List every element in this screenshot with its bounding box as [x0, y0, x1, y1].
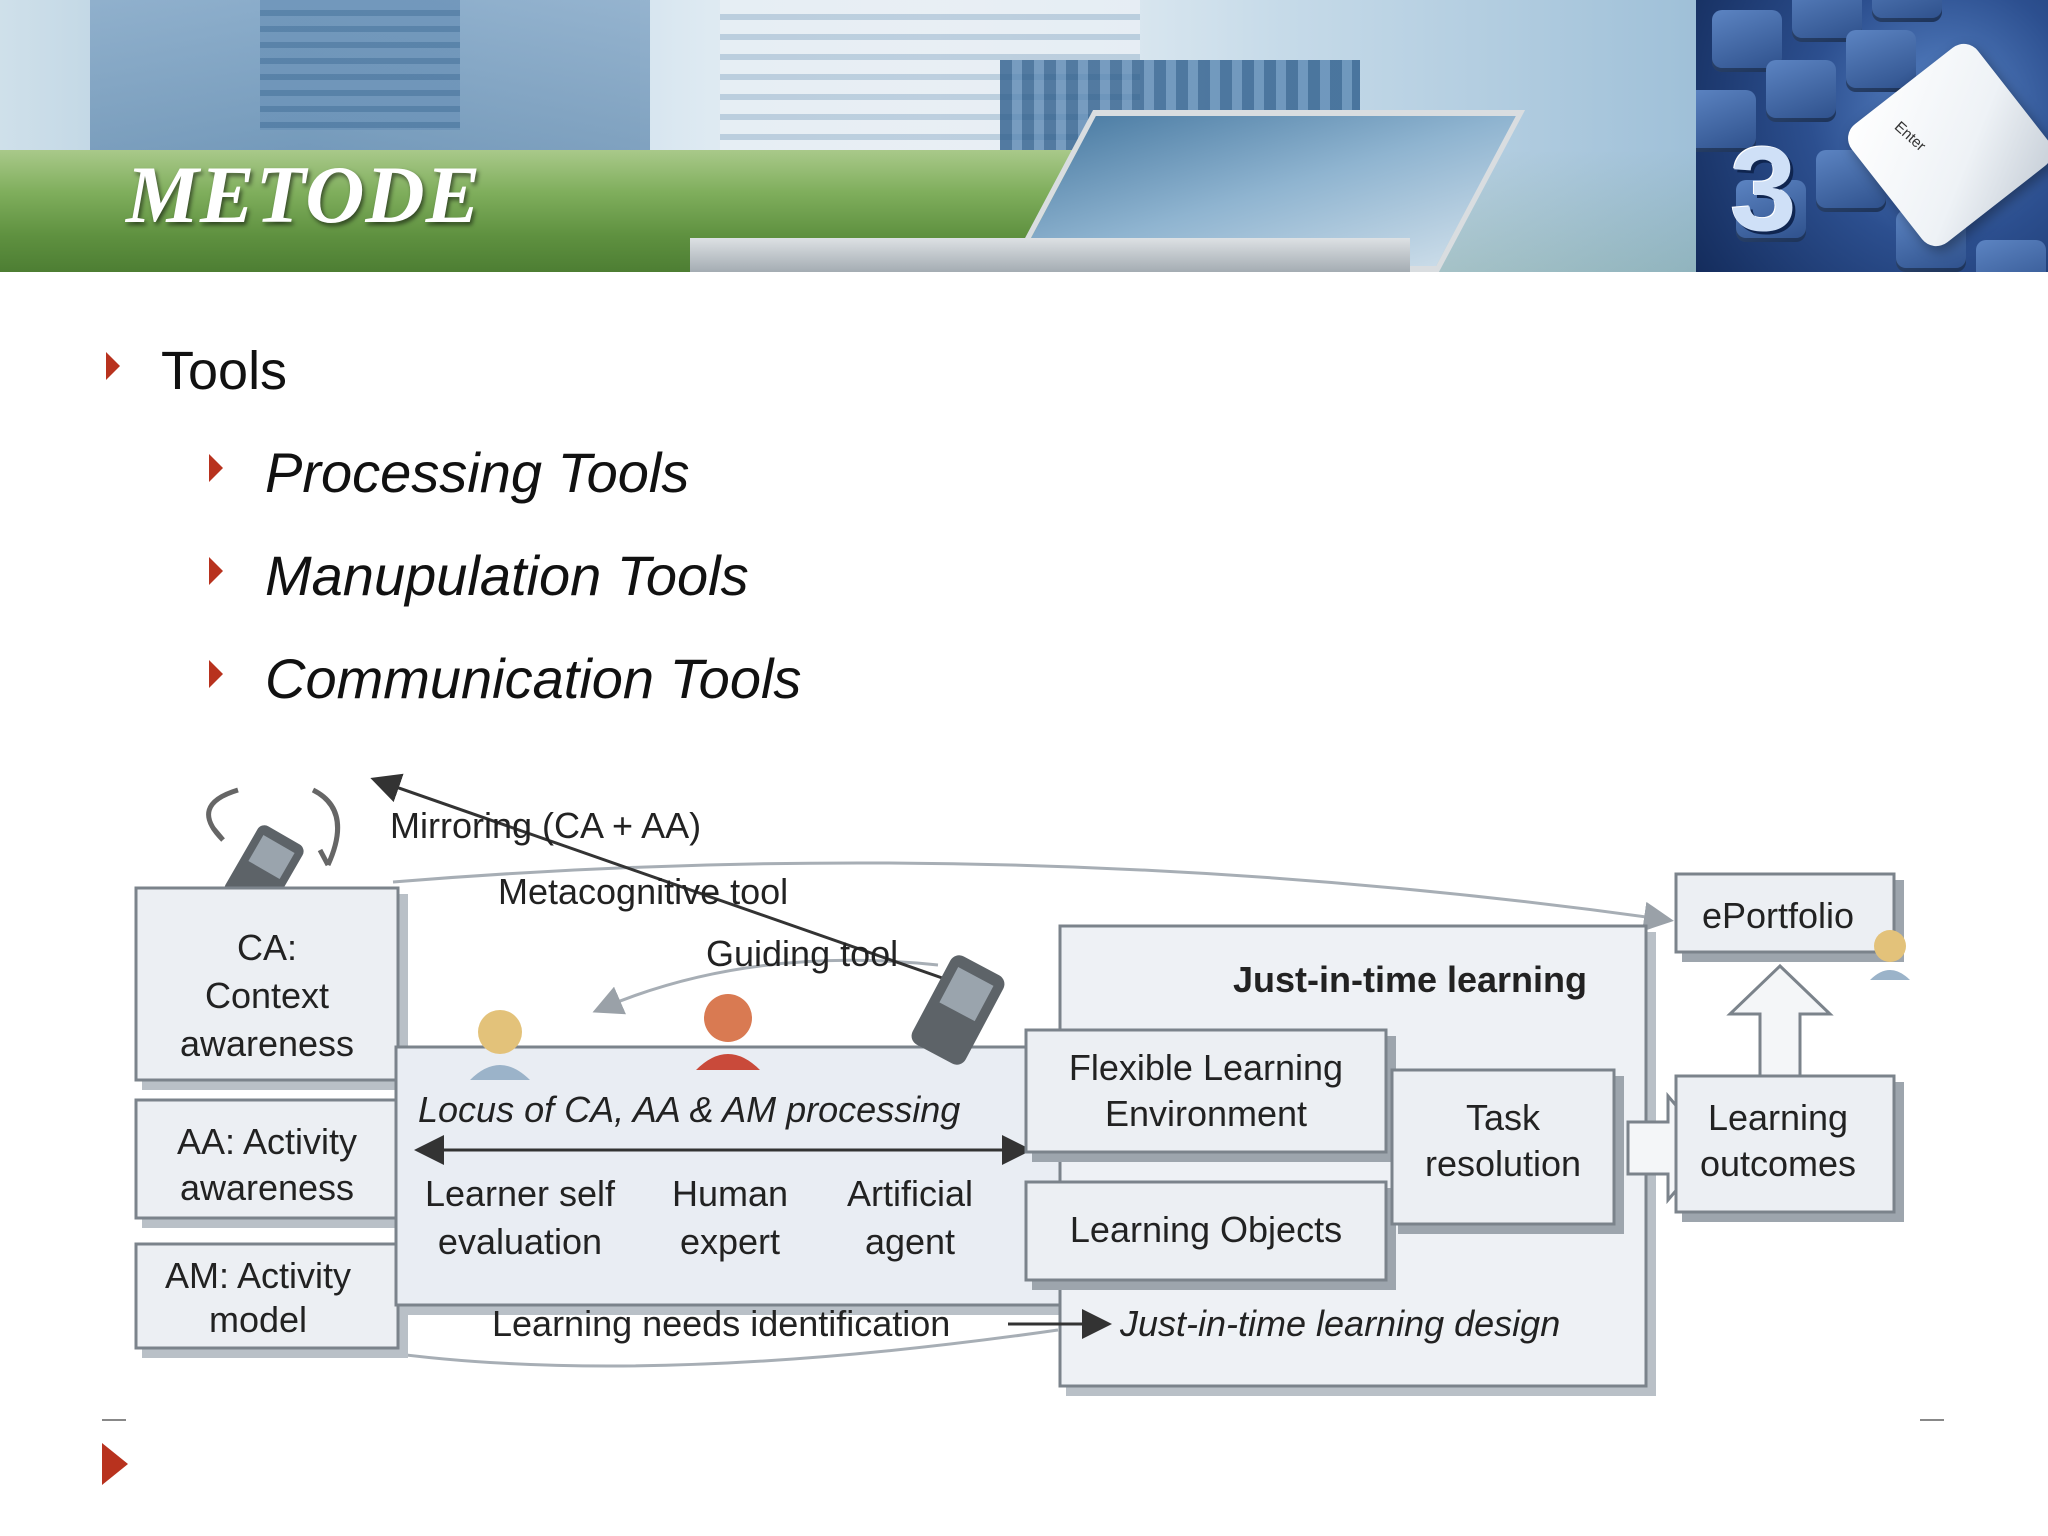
mirroring-label: Mirroring (CA + AA): [390, 805, 701, 846]
banner-photo: [0, 0, 1696, 272]
learner-label-2: evaluation: [438, 1221, 602, 1262]
list-item-manipulation: Manupulation Tools: [265, 544, 749, 607]
learner-label-1: Learner self: [425, 1173, 616, 1214]
section-number: 3: [1730, 122, 1797, 256]
eportfolio-label: ePortfolio: [1702, 895, 1854, 936]
learning-objects-box: [1024, 1180, 1388, 1282]
am-box: [134, 1242, 400, 1350]
laptop-keyboard: [690, 238, 1410, 272]
am-label-2: model: [209, 1299, 307, 1340]
expert-person-icon: [696, 994, 760, 1070]
agent-label-2: agent: [865, 1221, 955, 1262]
bullet-arrow-icon: [209, 557, 223, 585]
to-eportfolio-arrow: [1726, 963, 1834, 1082]
ca-label-3: awareness: [180, 1023, 354, 1064]
fle-label-2: Environment: [1105, 1093, 1307, 1134]
eportfolio-arc: [392, 861, 1674, 932]
metacognitive-arrow: [370, 773, 949, 982]
rotate-arrows-icon: [206, 787, 341, 867]
eportfolio-person-icon: [1870, 930, 1910, 980]
human-label-2: expert: [680, 1221, 780, 1262]
fle-box: [1024, 1028, 1388, 1154]
needs-label: Learning needs identification: [492, 1303, 950, 1344]
ca-label-2: Context: [205, 975, 329, 1016]
guiding-arc: [592, 958, 939, 1015]
task-label-2: resolution: [1425, 1143, 1581, 1184]
bullet-arrow-icon: [106, 352, 120, 380]
jit-label: Just-in-time learning: [1233, 959, 1587, 1000]
aa-label-1: AA: Activity: [177, 1121, 357, 1162]
outcomes-label-1: Learning: [1708, 1097, 1848, 1138]
list-item-processing: Processing Tools: [265, 441, 690, 504]
footer-divider: [1920, 1419, 1944, 1421]
ca-box: [134, 886, 400, 1082]
learning-model-diagram: CA: Context awareness AA: Activity aware…: [134, 773, 1910, 1396]
human-label-1: Human: [672, 1173, 788, 1214]
aa-label-2: awareness: [180, 1167, 354, 1208]
outcomes-label-2: outcomes: [1700, 1143, 1856, 1184]
learner-person-icon: [470, 1010, 530, 1080]
list-item-tools: Tools: [161, 341, 288, 401]
ca-label-1: CA:: [237, 927, 297, 968]
guiding-label: Guiding tool: [706, 933, 898, 974]
task-label-1: Task: [1466, 1097, 1541, 1138]
aa-box: [134, 1098, 400, 1220]
learning-objects-label: Learning Objects: [1070, 1209, 1342, 1250]
bottom-arrow-icon: [102, 1443, 128, 1485]
header-banner: Enter 3 METODE: [0, 0, 2048, 272]
agent-label-1: Artificial: [847, 1173, 973, 1214]
jit-design-label: Just-in-time learning design: [1119, 1303, 1560, 1344]
eportfolio-box: [1674, 872, 1896, 954]
agent-device-icon: [911, 955, 1005, 1065]
slide-title: METODE: [126, 149, 482, 240]
metacognitive-label: Metacognitive tool: [498, 871, 788, 912]
footer-divider: [102, 1419, 126, 1421]
locus-label: Locus of CA, AA & AM processing: [418, 1089, 960, 1130]
task-box: [1390, 1068, 1616, 1226]
bullet-arrow-icon: [209, 660, 223, 688]
bullet-arrow-icon: [209, 454, 223, 482]
list-item-communication: Communication Tools: [265, 647, 802, 710]
outcomes-box: [1674, 1074, 1896, 1214]
fle-label-1: Flexible Learning: [1069, 1047, 1343, 1088]
am-label-1: AM: Activity: [165, 1255, 351, 1296]
